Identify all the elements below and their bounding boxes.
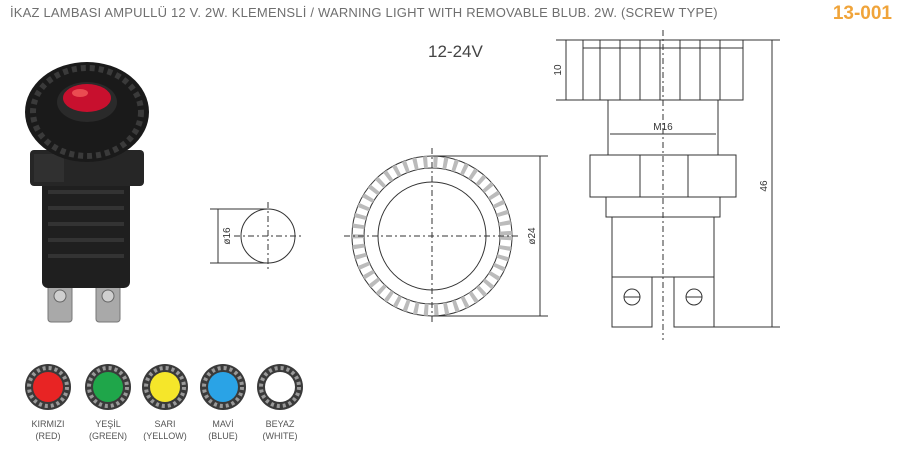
height-46-label: 46 xyxy=(759,180,770,192)
color-name-en: (BLUE) xyxy=(208,431,238,441)
voltage-label: 12-24V xyxy=(428,42,483,61)
swatch-yellow xyxy=(142,364,188,410)
product-title: İKAZ LAMBASI AMPULLÜ 12 V. 2W. KLEMENSLİ… xyxy=(10,5,718,20)
m16-thread-label: M16 xyxy=(653,122,673,133)
diameter-24-label: ø24 xyxy=(527,227,538,245)
swatch-blue xyxy=(200,364,246,410)
product-code: 13-001 xyxy=(832,3,892,24)
color-label-green: YEŞİL (GREEN) xyxy=(75,418,141,442)
color-name-tr: YEŞİL xyxy=(95,419,121,429)
color-label-white: BEYAZ (WHITE) xyxy=(247,418,313,442)
height-10-label: 10 xyxy=(553,64,564,76)
diameter-16-label: ø16 xyxy=(222,227,233,245)
swatch-red xyxy=(25,364,71,410)
front-view-small xyxy=(210,202,302,270)
color-name-tr: MAVİ xyxy=(212,419,234,429)
color-name-tr: SARI xyxy=(154,419,176,429)
color-name-en: (YELLOW) xyxy=(143,431,187,441)
product-photo xyxy=(25,62,149,323)
swatch-white xyxy=(257,364,303,410)
color-name-en: (GREEN) xyxy=(89,431,127,441)
color-name-en: (WHITE) xyxy=(262,431,298,441)
front-view-large xyxy=(344,148,548,324)
color-name-tr: KIRMIZI xyxy=(31,419,65,429)
color-label-blue: MAVİ (BLUE) xyxy=(190,418,256,442)
color-name-en: (RED) xyxy=(35,431,61,441)
swatch-green xyxy=(85,364,131,410)
side-view xyxy=(556,30,780,340)
color-name-tr: BEYAZ xyxy=(265,419,295,429)
color-label-red: KIRMIZI (RED) xyxy=(15,418,81,442)
color-label-yellow: SARI (YELLOW) xyxy=(132,418,198,442)
